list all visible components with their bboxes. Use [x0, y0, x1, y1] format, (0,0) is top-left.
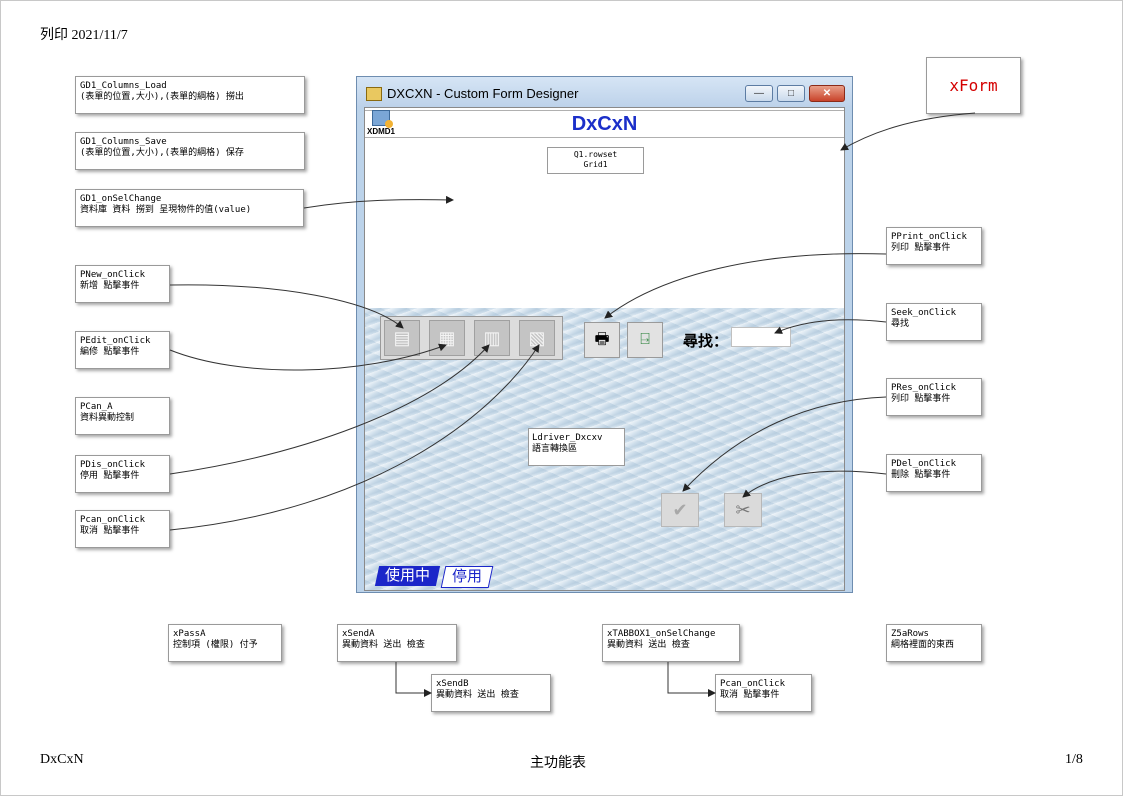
ldriver-desc: 語言轉換區 — [532, 444, 578, 454]
printer-icon: 🖶 — [594, 331, 610, 348]
grid-placeholder[interactable]: Q1.rowset Grid1 — [547, 147, 644, 174]
form-designer-window: DXCXN - Custom Form Designer — □ ✕ DxCxN… — [356, 76, 853, 593]
close-button[interactable]: ✕ — [809, 85, 845, 102]
language-driver-component[interactable]: Ldriver_Dxcxv 語言轉換區 — [528, 428, 625, 466]
database-module-icon — [372, 110, 393, 128]
ldriver-name: Ldriver_Dxcxv — [532, 433, 603, 443]
footer-center: 主功能表 — [530, 756, 586, 771]
scissors-icon: ✂ — [735, 500, 751, 520]
disable-record-icon: ▥ — [483, 328, 501, 348]
footer-left: DxCxN — [40, 752, 84, 767]
search-label: 尋找： — [683, 333, 729, 350]
exit-door-icon: ⍈ — [640, 331, 650, 348]
note-gd1-columns-load: GD1_Columns_Load(表單的位置,大小),(表單的綱格) 撈出 — [75, 76, 305, 114]
edit-record-button[interactable]: ▦ — [429, 320, 465, 356]
exit-button[interactable]: ⍈ — [627, 322, 663, 358]
form-heading: DxCxN — [571, 113, 638, 135]
xform-note: xForm — [926, 57, 1021, 114]
grid-name-label: Grid1 — [583, 160, 608, 169]
print-date-header: 列印 2021/11/7 — [40, 28, 128, 43]
connector-xsenda-xsendb — [395, 662, 432, 697]
connector-pres — [682, 396, 887, 492]
delete-button[interactable]: ✂ — [724, 493, 762, 527]
note-gd1-columns-save: GD1_Columns_Save(表單的位置,大小),(表單的綱格) 保存 — [75, 132, 305, 170]
connector-pdel — [742, 470, 887, 498]
window-title: DXCXN - Custom Form Designer — [387, 86, 579, 101]
edit-record-icon: ▦ — [438, 328, 456, 348]
connector-xform — [840, 112, 976, 151]
connector-pcan — [169, 344, 540, 531]
app-icon — [366, 87, 382, 101]
heading-bar: DxCxN — [365, 110, 844, 138]
minimize-button[interactable]: — — [745, 85, 773, 102]
title-bar: DXCXN - Custom Form Designer — □ ✕ — [357, 77, 852, 107]
connector-pprint — [604, 253, 887, 319]
connector-pedit — [169, 343, 447, 371]
print-button[interactable]: 🖶 — [584, 322, 620, 358]
confirm-button[interactable]: ✔ — [661, 493, 699, 527]
new-record-icon: ▤ — [393, 328, 411, 348]
footer-page-number: 1/8 — [1065, 752, 1083, 767]
checkmark-icon: ✔ — [672, 500, 688, 520]
connector-pdis — [169, 344, 490, 475]
cancel-record-button[interactable]: ▧ — [519, 320, 555, 356]
connector-seek — [774, 319, 887, 334]
grid-rowset-label: Q1.rowset — [573, 150, 618, 159]
connector-gd1-onselchange — [303, 195, 454, 209]
cancel-record-icon: ▧ — [528, 328, 546, 348]
connector-xtabbox-pcan — [667, 662, 716, 697]
disable-record-button[interactable]: ▥ — [474, 320, 510, 356]
form-canvas: DxCxN XDMD1 Q1.rowset Grid1 ▤ ▦ ▥ ▧ 🖶 ⍈ … — [364, 107, 845, 591]
maximize-button[interactable]: □ — [777, 85, 805, 102]
connector-pnew — [169, 284, 404, 329]
xdmd-label: XDMD1 — [367, 127, 396, 136]
xdmd-component[interactable]: XDMD1 — [367, 110, 395, 136]
